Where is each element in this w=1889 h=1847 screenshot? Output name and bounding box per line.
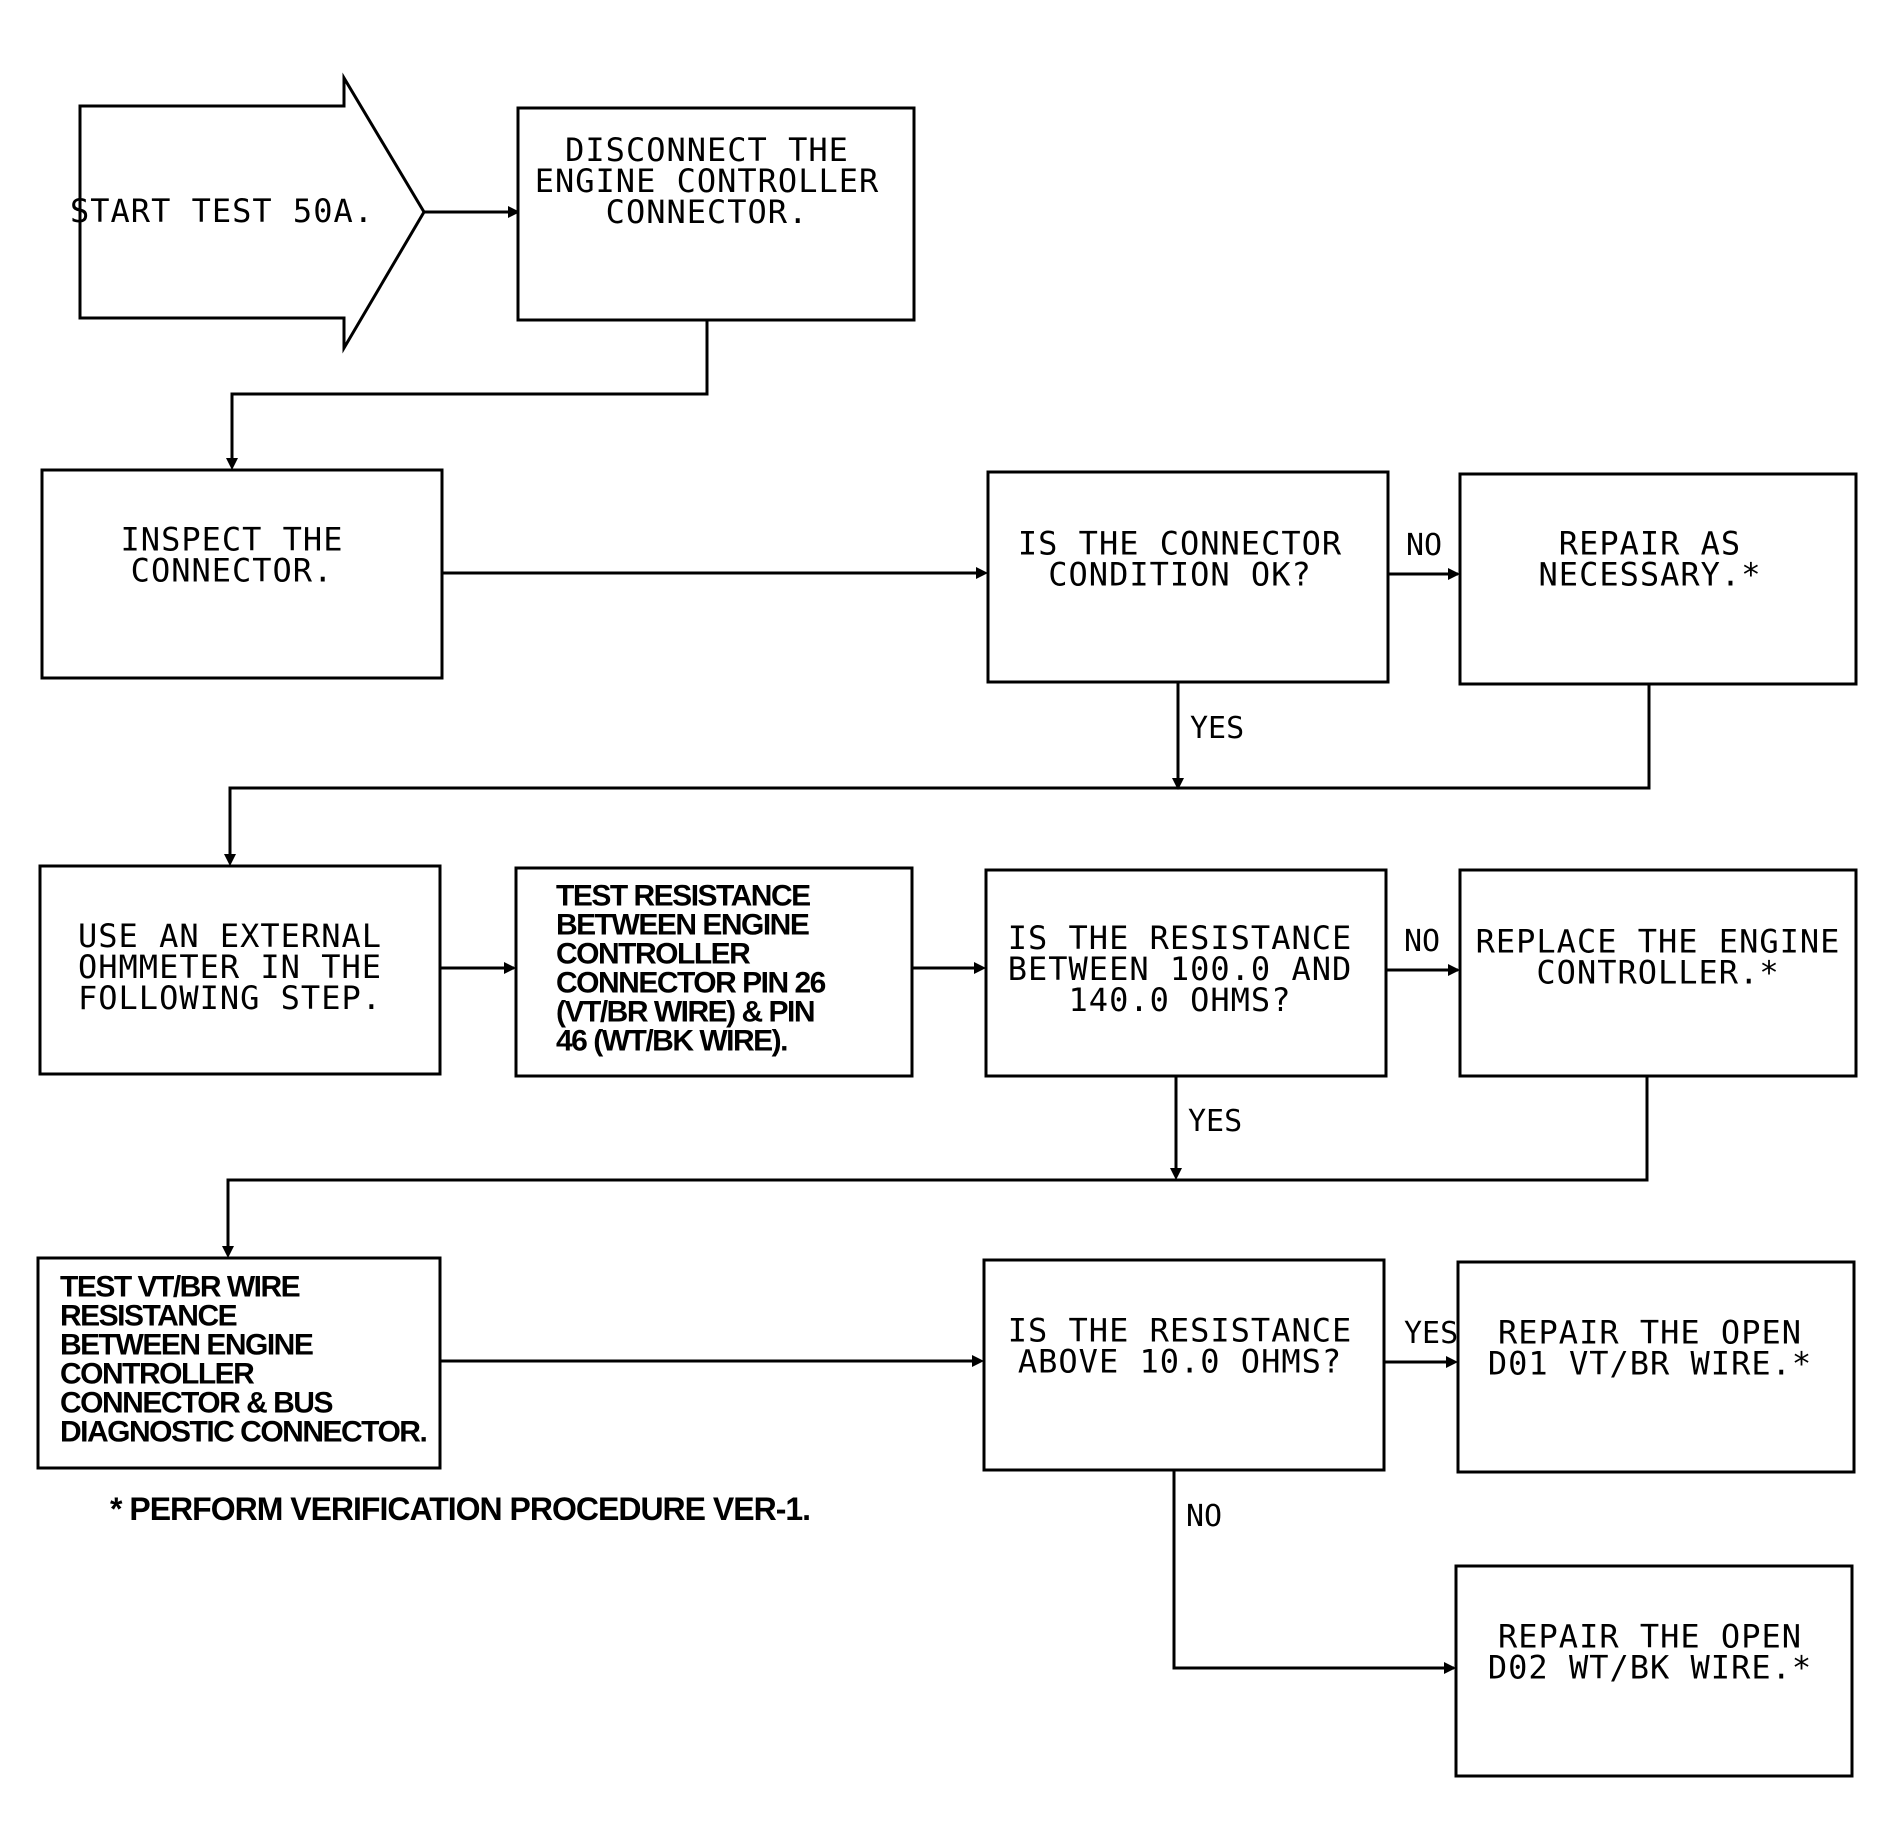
label-line: REPAIR THE OPEN: [1498, 1618, 1802, 1656]
label-line: START TEST 50A.: [70, 192, 374, 230]
resistance-range-decision-box: [984, 868, 1388, 1078]
test-resistance-box: [514, 866, 914, 1078]
label-line: DISCONNECT THE: [565, 131, 849, 169]
label-line: CONTROLLER: [60, 1358, 255, 1391]
arrowhead-down: [222, 1246, 234, 1258]
label-line: DIAGNOSTIC CONNECTOR.: [60, 1416, 426, 1449]
edge-label-above-yes: YES: [1404, 1316, 1458, 1351]
edge-replace-merge: [226, 1076, 1649, 1254]
label-line: FOLLOWING STEP.: [78, 979, 382, 1017]
label-line: IS THE RESISTANCE: [1008, 1312, 1353, 1350]
label-line: BETWEEN 100.0 AND: [1008, 950, 1353, 988]
edge-label-range-no: NO: [1404, 924, 1440, 959]
arrowhead-down: [1170, 1168, 1182, 1180]
arrowheads: [222, 206, 1460, 1674]
edge-label-connector-yes: YES: [1190, 711, 1244, 746]
label-line: CONNECTOR PIN 26: [556, 967, 826, 1000]
label-line: 140.0 OHMS?: [1069, 981, 1292, 1019]
edge-above-no: [1172, 1470, 1454, 1670]
connectors: [226, 210, 1651, 1670]
arrowhead-right: [1444, 1662, 1456, 1674]
label-line: NECESSARY.*: [1539, 556, 1762, 594]
label-line: REPLACE THE ENGINE: [1476, 923, 1841, 961]
label-line: USE AN EXTERNAL: [78, 917, 382, 955]
label-line: TEST VT/BR WIRE: [60, 1271, 300, 1304]
edge-label-above-no: NO: [1186, 1499, 1222, 1534]
arrowhead-right: [1448, 568, 1460, 580]
repair-d02-box: [1454, 1564, 1854, 1778]
arrowhead-right: [504, 962, 516, 974]
label-line: IS THE RESISTANCE: [1008, 919, 1353, 957]
arrowhead-right: [972, 1355, 984, 1367]
label-line: CONNECTOR & BUS: [60, 1387, 332, 1420]
label-line: RESISTANCE: [60, 1300, 237, 1333]
label-line: IS THE CONNECTOR: [1018, 525, 1342, 563]
arrowhead-right: [1446, 1356, 1458, 1368]
label-line: REPAIR THE OPEN: [1498, 1314, 1802, 1352]
label-line: D02 WT/BK WIRE.*: [1488, 1649, 1812, 1687]
edge-repair-merge: [228, 684, 1651, 862]
connector-ok-decision-box: [986, 470, 1390, 684]
resistance-above-decision-box: [982, 1258, 1386, 1472]
edge-disconnect-to-inspect: [230, 320, 709, 466]
label-line: CONNECTOR.: [606, 193, 809, 231]
edge-label-connector-no: NO: [1406, 528, 1442, 563]
label-line: (VT/BR WIRE) & PIN: [556, 996, 814, 1029]
label-line: D01 VT/BR WIRE.*: [1488, 1345, 1812, 1383]
label-line: ENGINE CONTROLLER: [535, 162, 880, 200]
replace-controller-box: [1458, 868, 1858, 1078]
label-line: TEST RESISTANCE: [556, 880, 810, 913]
label-line: BETWEEN ENGINE: [556, 909, 809, 942]
label-line: CONNECTOR.: [131, 552, 334, 590]
label-line: INSPECT THE: [121, 521, 344, 559]
start-arrow-shape: [78, 72, 426, 354]
repair-necessary-box: [1458, 472, 1858, 686]
arrowhead-right: [974, 962, 986, 974]
repair-d01-box: [1456, 1260, 1856, 1474]
arrowhead-right: [508, 206, 520, 218]
use-ohmmeter-box: [38, 864, 442, 1076]
verification-footnote: * PERFORM VERIFICATION PROCEDURE VER-1.: [110, 1491, 810, 1527]
label-line: 46 (WT/BK WIRE).: [556, 1025, 787, 1058]
label-line: OHMMETER IN THE: [78, 948, 382, 986]
disconnect-box: [516, 106, 916, 322]
label-line: CONDITION OK?: [1048, 556, 1311, 594]
inspect-box: [40, 468, 444, 680]
arrowhead-down: [226, 458, 238, 470]
label-line: ABOVE 10.0 OHMS?: [1018, 1343, 1342, 1381]
label-line: CONTROLLER.*: [1536, 954, 1779, 992]
start-label: START TEST 50A.: [70, 192, 374, 230]
test-vtbr-box: [36, 1256, 442, 1470]
label-line: REPAIR AS: [1559, 525, 1741, 563]
arrowhead-down: [1172, 778, 1184, 790]
edge-label-range-yes: YES: [1188, 1104, 1242, 1139]
arrowhead-down: [224, 854, 236, 866]
label-line: CONTROLLER: [556, 938, 751, 971]
label-line: BETWEEN ENGINE: [60, 1329, 313, 1362]
arrowhead-right: [976, 567, 988, 579]
arrowhead-right: [1448, 964, 1460, 976]
